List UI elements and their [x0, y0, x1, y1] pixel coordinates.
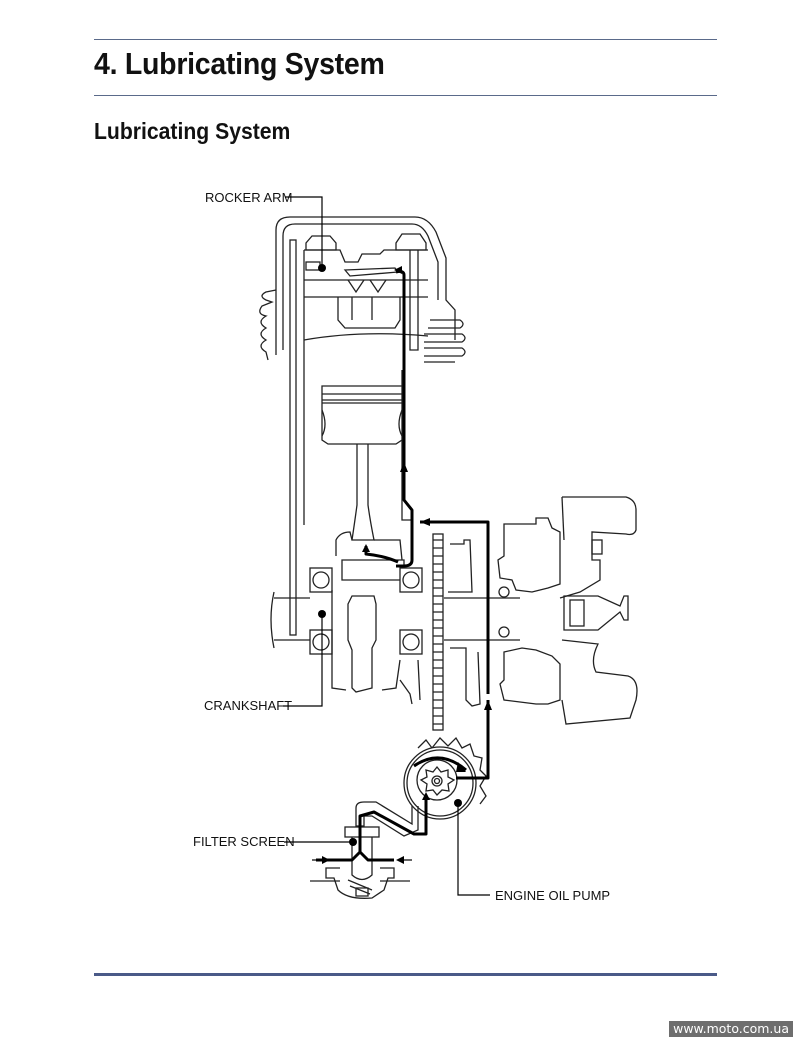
callout-label: ROCKER ARM	[205, 190, 292, 205]
callout-label: FILTER SCREEN	[193, 834, 295, 849]
callout-rocker-arm: ROCKER ARM	[205, 190, 326, 272]
cam-chain-tunnel	[289, 239, 297, 636]
arrow-left-icon	[394, 266, 402, 274]
section-title: Lubricating System	[94, 118, 291, 144]
crankcase	[270, 531, 423, 705]
arrow-up-icon	[362, 544, 370, 552]
arrow-right-icon	[456, 762, 466, 772]
arrow-up-icon	[484, 700, 492, 710]
piston	[321, 385, 403, 445]
chapter-title: 4. Lubricating System	[94, 46, 385, 81]
arrow-left-icon	[420, 518, 430, 526]
callout-label: CRANKSHAFT	[204, 698, 292, 713]
watermark: www.moto.com.ua	[669, 1021, 793, 1037]
oil-passage	[355, 801, 419, 837]
callout-label: ENGINE OIL PUMP	[495, 888, 610, 903]
callout-crankshaft: CRANKSHAFT	[204, 610, 326, 713]
cooling-fins-right	[424, 319, 466, 363]
callout-filter-screen: FILTER SCREEN	[193, 834, 357, 849]
arrow-left-icon	[396, 856, 404, 864]
cylinder-head-cover	[275, 216, 456, 355]
header-bottom-rule	[94, 95, 717, 96]
connecting-rod	[351, 444, 375, 541]
cylinder-head	[303, 233, 429, 380]
oil-flow-arrows	[312, 266, 492, 864]
arrow-right-icon	[322, 856, 330, 864]
cam-chain	[432, 533, 444, 731]
arrow-up-icon	[422, 792, 430, 800]
arrow-up-icon	[400, 462, 408, 472]
clutch-assembly	[444, 496, 638, 725]
cooling-fins-left	[259, 289, 277, 361]
header-top-rule	[94, 39, 717, 40]
oil-strainer	[310, 826, 410, 899]
callout-engine-oil-pump: ENGINE OIL PUMP	[454, 799, 610, 903]
footer-rule	[94, 973, 717, 976]
